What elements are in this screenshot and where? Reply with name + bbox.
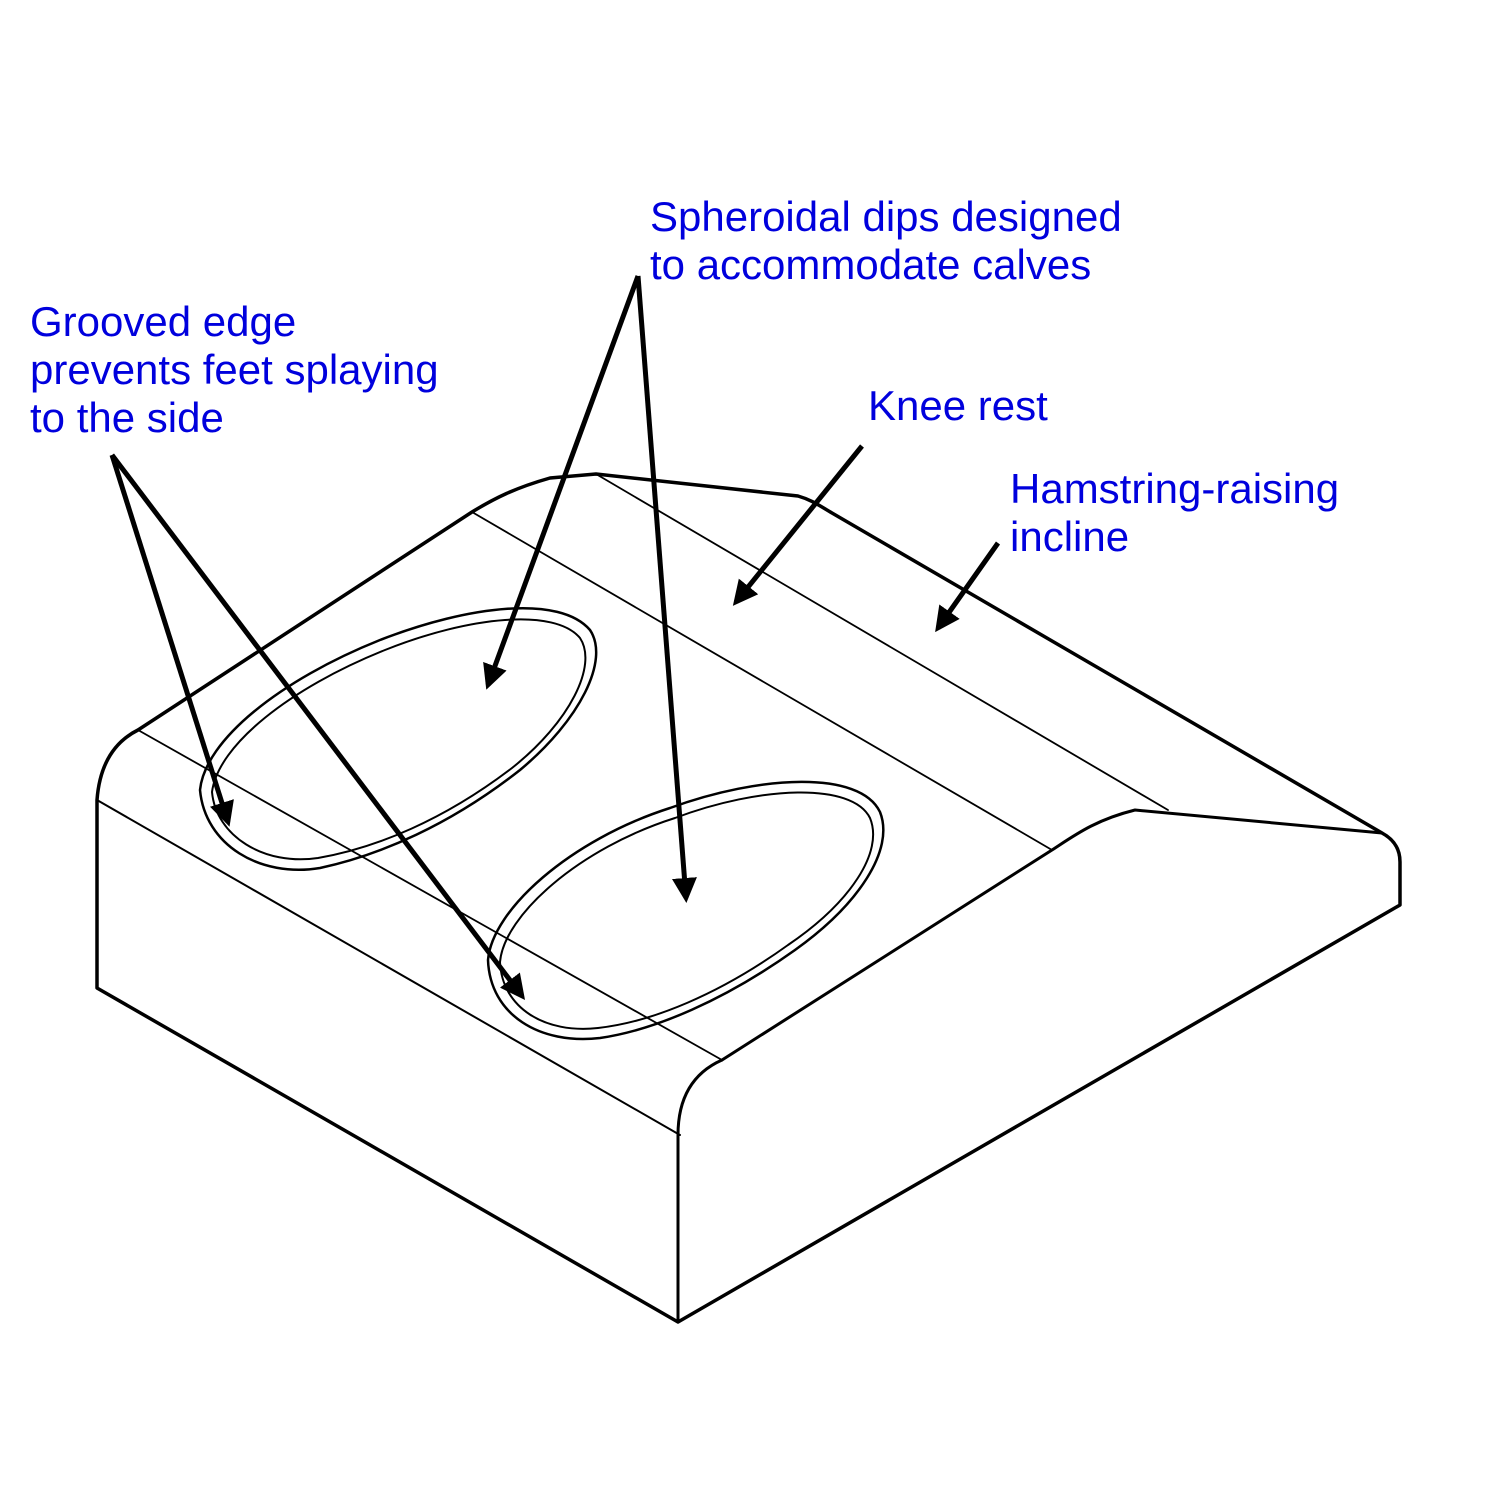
grooved-edge-line-1: Grooved edge (30, 298, 297, 345)
spheroidal-dips-label: Spheroidal dips designed to accommodate … (650, 193, 1122, 289)
hamstring-incline-line-1: Hamstring-raising (1010, 465, 1340, 512)
knee-rest-label: Knee rest (868, 382, 1048, 430)
knee-rest-back-line (471, 511, 1053, 851)
front-corner-curve (676, 1058, 724, 1324)
hamstring-arrow (935, 541, 1001, 633)
callout-arrows (109, 275, 1001, 1000)
left-dip-inner (211, 618, 587, 861)
hamstring-incline-line-2: incline (1010, 513, 1130, 560)
cushion-outline (95, 472, 1402, 1324)
grooved-arrow-left (109, 454, 234, 827)
knee-rest-front-line (137, 729, 723, 1061)
left-dip-outer (198, 606, 598, 871)
grooved-edge-line-3: to the side (30, 394, 224, 441)
right-dip-inner (499, 791, 875, 1030)
spheroidal-dips-line-1: Spheroidal dips designed (650, 193, 1122, 240)
incline-line (595, 473, 1169, 811)
spheroidal-dips-line-2: to accommodate calves (650, 241, 1092, 288)
hamstring-incline-label: Hamstring-raising incline (1010, 465, 1339, 561)
grooved-arrow-right (110, 453, 526, 1000)
front-face-top-edge (96, 799, 681, 1136)
knee-rest-line-1: Knee rest (868, 382, 1048, 429)
knee-rest-arrow (732, 444, 864, 606)
dip-arrow-right (635, 275, 697, 903)
grooved-edge-line-2: prevents feet splaying (30, 346, 439, 393)
right-dip-outer (486, 780, 885, 1041)
right-face-top-edge (720, 808, 1384, 1062)
grooved-edge-label: Grooved edge prevents feet splaying to t… (30, 298, 439, 442)
cushion-silhouette (95, 472, 1402, 1324)
dip-arrow-left (483, 275, 641, 690)
